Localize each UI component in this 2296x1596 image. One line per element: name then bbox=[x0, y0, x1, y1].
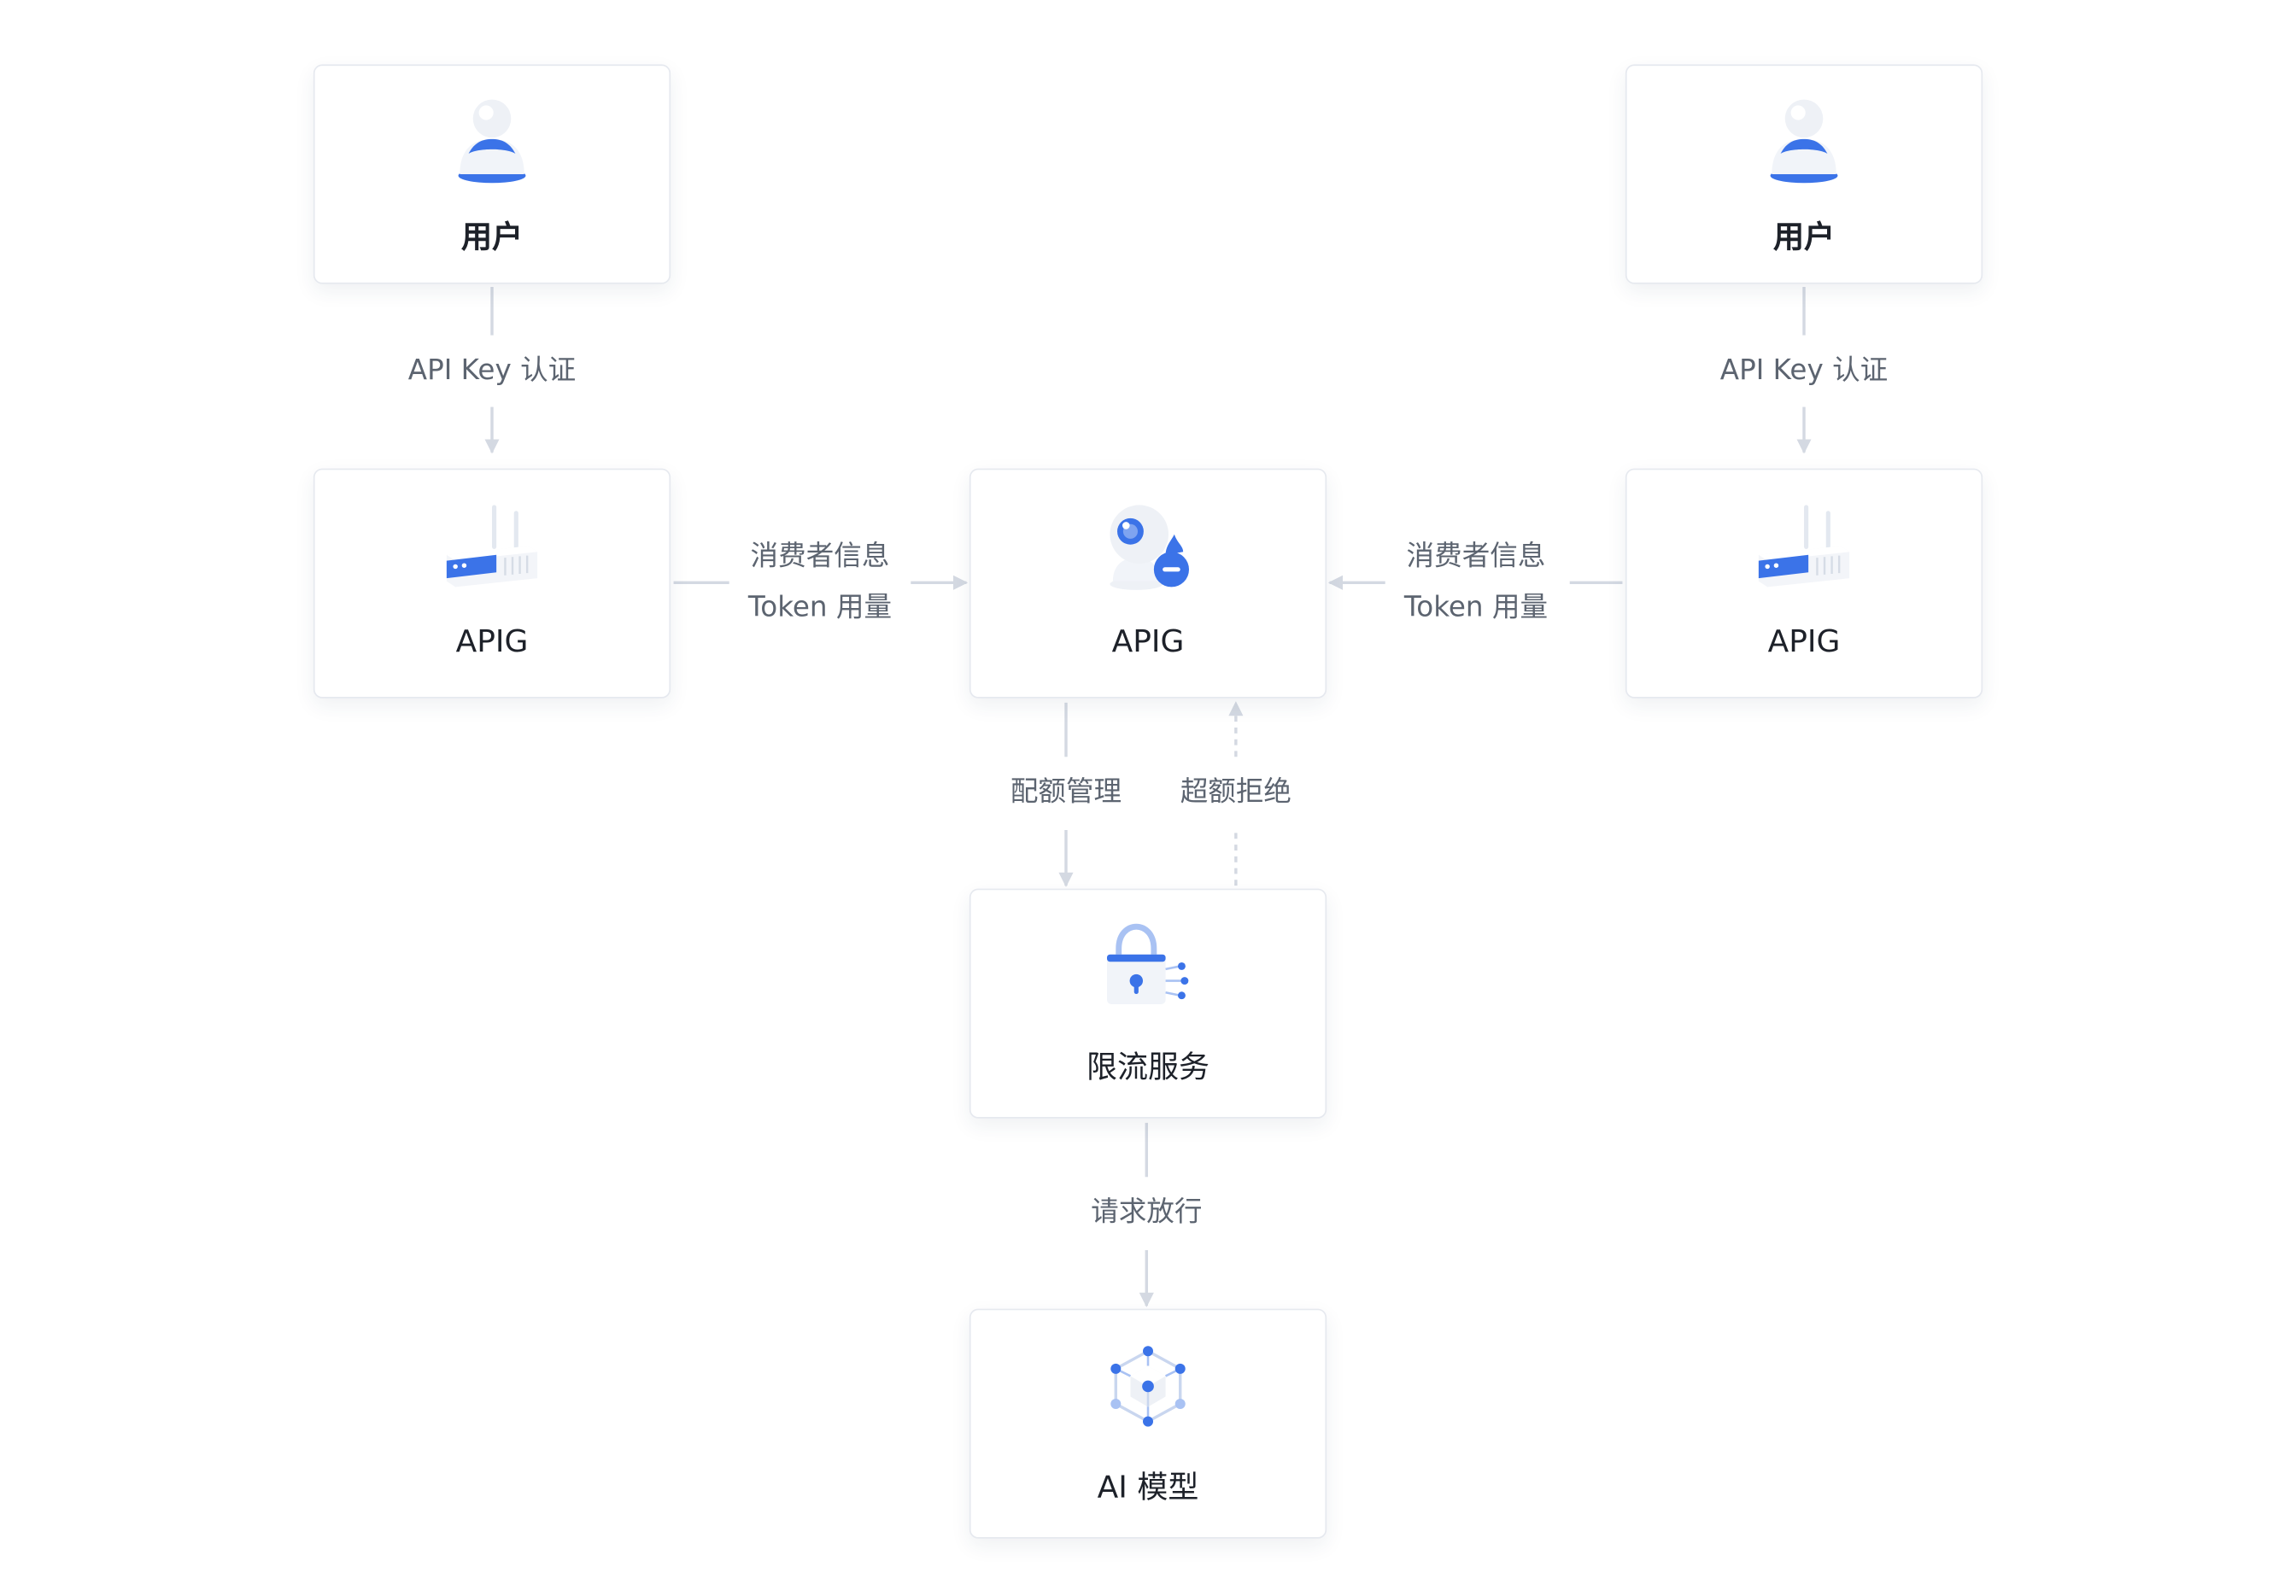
node-apig-right[interactable]: APIG bbox=[1625, 468, 1983, 699]
edge-label-consumer-right: 消费者信息 Token 用量 bbox=[1374, 531, 1578, 634]
node-rate-limit[interactable]: 限流服务 bbox=[969, 888, 1327, 1119]
edge-label-quota-reject: 超额拒绝 bbox=[1180, 775, 1292, 809]
node-label: APIG bbox=[455, 623, 529, 659]
edge-label-token-usage: Token 用量 bbox=[1403, 591, 1549, 624]
edge-label-auth-right: API Key 认证 bbox=[1719, 354, 1889, 387]
user-icon bbox=[1770, 99, 1838, 184]
node-label: APIG bbox=[1767, 623, 1841, 659]
node-user-left[interactable]: 用户 bbox=[313, 64, 671, 284]
edge-label-consumer-left: 消费者信息 Token 用量 bbox=[718, 531, 922, 634]
node-user-right[interactable]: 用户 bbox=[1625, 64, 1983, 284]
node-label: 限流服务 bbox=[1086, 1049, 1210, 1085]
node-apig-center[interactable]: APIG bbox=[969, 468, 1327, 699]
router-icon bbox=[1758, 505, 1850, 588]
edge-label-consumer-info: 消费者信息 bbox=[750, 540, 890, 573]
node-label: AI 模型 bbox=[1097, 1470, 1199, 1505]
edge-label-consumer-info: 消费者信息 bbox=[1406, 540, 1546, 573]
network-cube-icon bbox=[1110, 1346, 1186, 1427]
edge-label-token-usage: Token 用量 bbox=[747, 591, 893, 624]
camera-gateway-icon bbox=[1110, 505, 1190, 590]
node-label: 用户 bbox=[461, 219, 524, 255]
node-apig-left[interactable]: APIG bbox=[313, 468, 671, 699]
node-ai-model[interactable]: AI 模型 bbox=[969, 1308, 1327, 1539]
edge-label-quota-manage: 配额管理 bbox=[1010, 775, 1122, 809]
edge-label-request-pass: 请求放行 bbox=[1091, 1196, 1203, 1229]
node-label: 用户 bbox=[1773, 219, 1836, 255]
router-icon bbox=[446, 505, 538, 588]
lock-icon bbox=[1107, 923, 1189, 1005]
node-label: APIG bbox=[1111, 623, 1185, 659]
edge-label-auth-left: API Key 认证 bbox=[407, 354, 577, 387]
user-icon bbox=[458, 99, 526, 184]
